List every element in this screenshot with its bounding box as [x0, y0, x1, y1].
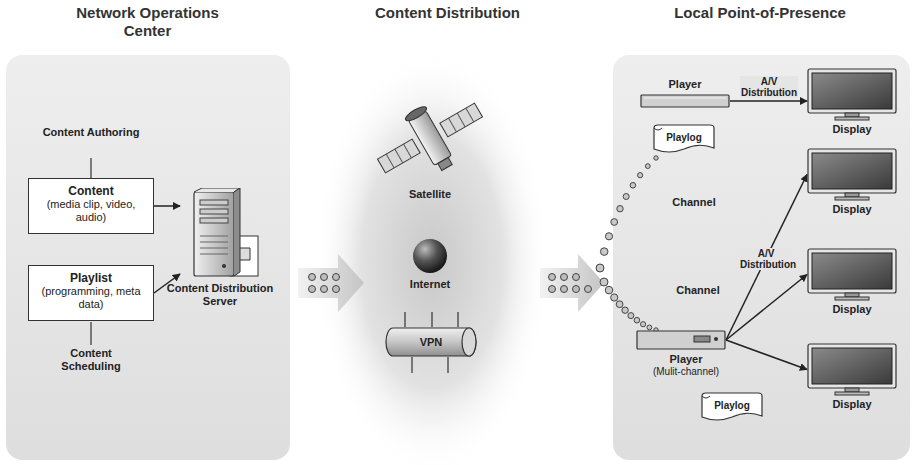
av-connector: [726, 275, 807, 341]
display-monitor: Display: [802, 248, 902, 316]
distribution-region: Content DistributionVPN: [295, 0, 600, 465]
zone-panel: Local Point-of-PresencePlayerPlaylogDisp…: [605, 0, 915, 465]
player-bar: [636, 330, 726, 350]
caption-label: Content Scheduling: [40, 347, 142, 373]
box-title: Playlist: [35, 271, 147, 285]
caption-label: Satellite: [390, 188, 470, 201]
player-label: Player: [640, 78, 730, 91]
flow-arrow: [540, 254, 604, 312]
player-device: Player(Mulit-channel): [636, 330, 736, 378]
document-label: Playlog: [652, 132, 716, 144]
zone-heading: Local Point-of-Presence: [670, 4, 850, 22]
panel-ground: [613, 55, 910, 460]
display-monitor: Display: [802, 148, 902, 216]
box-detail: (programming, meta data): [35, 285, 147, 311]
player-label: Player: [636, 353, 736, 366]
caption-label: Content Authoring: [40, 126, 142, 139]
player-device: Player: [640, 78, 730, 108]
player-detail: (Mulit-channel): [636, 366, 736, 378]
av-connector: [726, 340, 807, 370]
av-connector: [730, 100, 807, 102]
monitor-icon: [807, 148, 897, 201]
zone-heading: Network Operations Center: [58, 4, 238, 40]
pipe-label: VPN: [385, 335, 477, 349]
internet-sphere: [413, 239, 447, 273]
zone-panel: Network Operations CenterContent(media c…: [0, 0, 295, 465]
content-box: Content(media clip, video, audio): [28, 178, 154, 234]
display-label: Display: [802, 123, 902, 136]
content-box: Playlist(programming, meta data): [28, 265, 154, 321]
server-icon: [180, 188, 260, 280]
av-connector: [154, 205, 180, 207]
caption-label: Channel: [668, 284, 728, 297]
display-label: Display: [802, 303, 902, 316]
document-label: Playlog: [700, 400, 764, 412]
server-node: Content Distribution Server: [165, 188, 275, 308]
satellite-icon: [366, 82, 496, 195]
panel-ground: [6, 55, 290, 460]
edge-label: A/V Distribution: [740, 76, 798, 98]
leader-line: [90, 322, 91, 345]
vpn-pipe: VPN: [385, 327, 477, 357]
flow-arrow: [298, 254, 364, 312]
box-title: Content: [35, 184, 147, 198]
monitor-icon: [807, 248, 897, 301]
data-dots: [309, 274, 592, 293]
playlog-document: Playlog: [652, 124, 716, 154]
display-label: Display: [802, 203, 902, 216]
channel-dots: [596, 156, 658, 332]
box-detail: (media clip, video, audio): [35, 198, 147, 224]
display-monitor: Display: [802, 343, 902, 411]
caption-label: Internet: [390, 278, 470, 291]
playlog-document: Playlog: [700, 392, 764, 422]
display-label: Display: [802, 398, 902, 411]
edge-label: A/V Distribution: [740, 248, 792, 270]
zone-heading: Content Distribution: [358, 4, 538, 22]
leader-line: [90, 158, 91, 178]
display-monitor: Display: [802, 68, 902, 136]
player-bar: [640, 94, 730, 108]
av-connector: [726, 175, 807, 341]
monitor-icon: [807, 68, 897, 121]
server-label: Content Distribution Server: [165, 282, 275, 308]
distribution-glow: [314, 50, 550, 465]
monitor-icon: [807, 343, 897, 396]
caption-label: Channel: [664, 196, 724, 209]
